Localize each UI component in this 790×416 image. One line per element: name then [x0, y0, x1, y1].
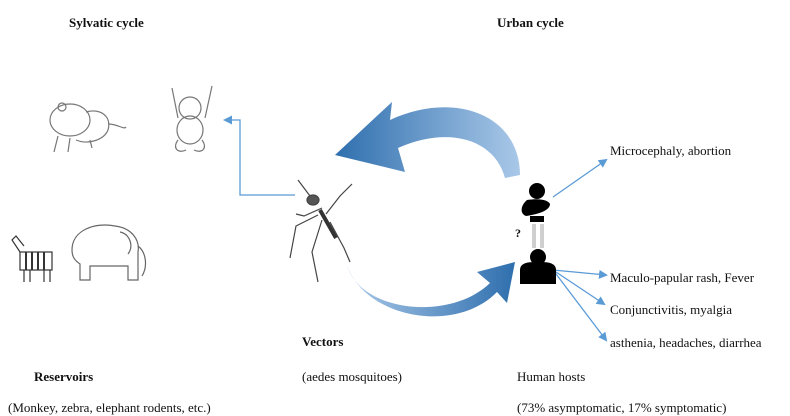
cycle-arrow-bottom	[347, 262, 515, 317]
cycle-arrow-top	[335, 102, 520, 178]
zebra-icon	[11, 235, 53, 282]
host-link-bars	[532, 224, 544, 248]
elephant-icon	[71, 224, 147, 281]
outcome-asthenia: asthenia, headaches, diarrhea	[610, 335, 762, 350]
arrow-to-conjunctivitis	[552, 269, 606, 306]
human-hosts-label: Human hosts	[517, 369, 586, 384]
reservoirs-description: (Monkey, zebra, elephant rodents, etc.)	[8, 400, 211, 415]
arrow-to-microcephaly	[552, 158, 608, 198]
mosquito-icon	[289, 179, 353, 283]
outcome-rash-fever: Maculo-papular rash, Fever	[610, 270, 755, 285]
question-mark: ?	[515, 226, 521, 240]
sylvatic-cycle-title: Sylvatic cycle	[69, 15, 144, 30]
arrow-mosquito-to-monkey	[223, 115, 295, 196]
monkey-icon	[171, 85, 213, 152]
arrow-to-asthenia	[552, 269, 608, 342]
arrow-to-rash	[552, 269, 608, 279]
outcome-conjunctivitis: Conjunctivitis, myalgia	[610, 302, 733, 317]
pregnant-woman-icon	[521, 183, 550, 222]
rodent-icon	[49, 102, 127, 153]
outcome-microcephaly: Microcephaly, abortion	[610, 143, 732, 158]
vectors-label: Vectors	[302, 334, 344, 349]
human-hosts-description: (73% asymptomatic, 17% symptomatic)	[517, 400, 727, 415]
reservoirs-label: Reservoirs	[34, 369, 94, 384]
man-icon	[520, 249, 556, 284]
vectors-description: (aedes mosquitoes)	[302, 369, 403, 384]
urban-cycle-title: Urban cycle	[497, 15, 564, 30]
